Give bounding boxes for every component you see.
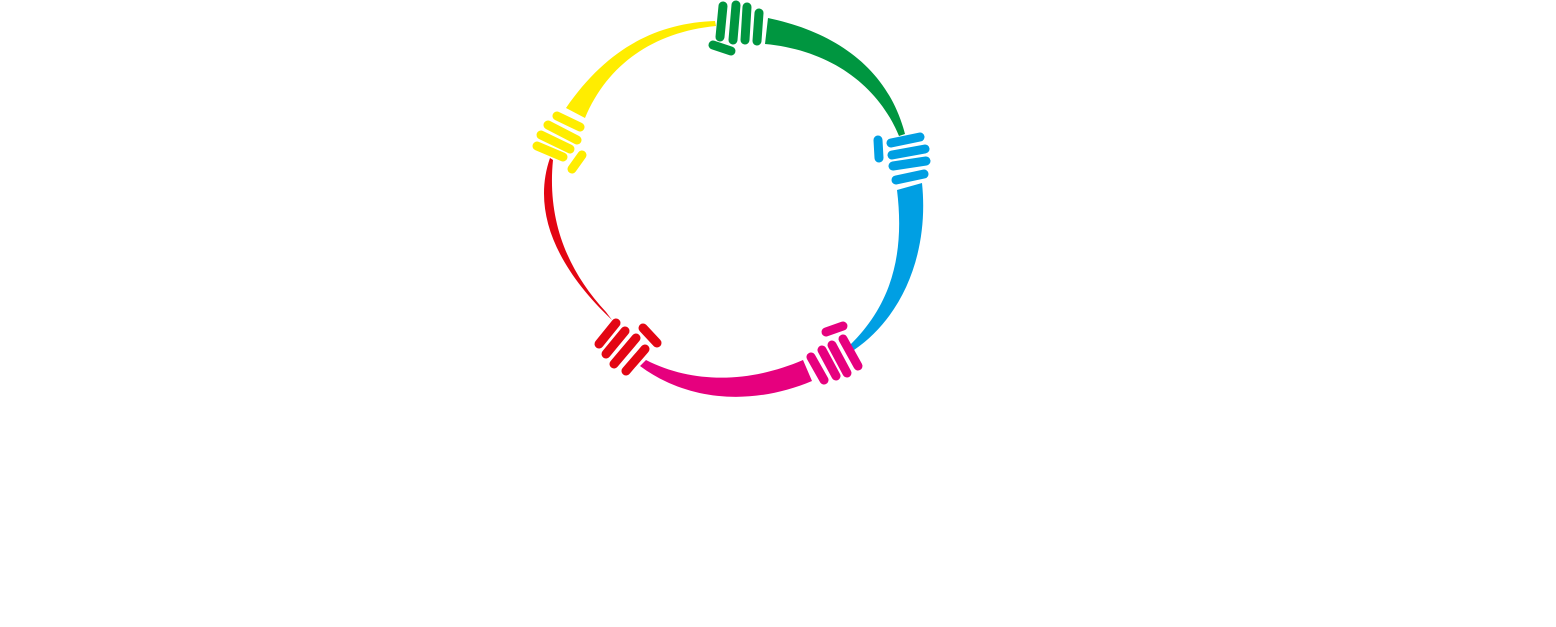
logo-fists xyxy=(532,0,931,385)
logo-arms xyxy=(543,18,924,397)
blue-arm xyxy=(850,183,924,350)
yellow-arm xyxy=(566,21,716,118)
red-fist xyxy=(594,318,662,376)
magenta-arm xyxy=(640,360,812,397)
magenta-fist xyxy=(806,321,863,385)
green-arm xyxy=(765,18,905,136)
yellow-fist xyxy=(532,111,587,174)
blue-fist xyxy=(873,132,931,185)
red-arm xyxy=(543,158,612,320)
green-fist xyxy=(708,0,764,56)
